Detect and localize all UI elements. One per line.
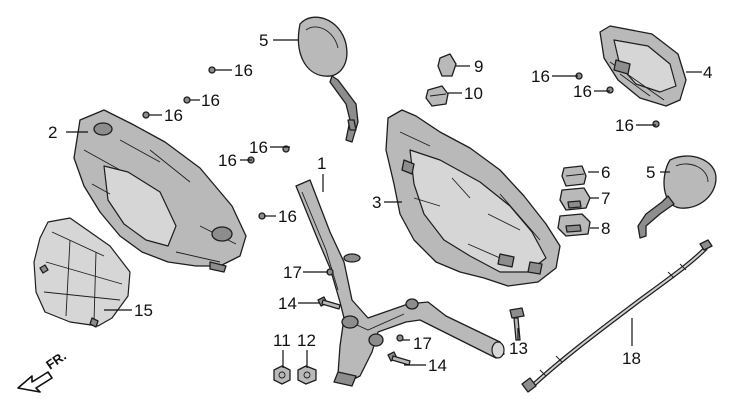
callout-16-i: 16 <box>615 116 634 135</box>
callout-16-b: 16 <box>201 91 220 110</box>
callout-17-lower: 17 <box>413 334 432 353</box>
switch-7-part <box>559 187 591 211</box>
lower-cover-part <box>33 217 131 328</box>
callout-16-a: 16 <box>234 61 253 80</box>
callout-16-d: 16 <box>249 138 268 157</box>
callout-9: 9 <box>474 57 483 76</box>
switch-8-part <box>557 213 591 237</box>
clip-9-part <box>437 53 457 77</box>
callout-15: 15 <box>134 301 153 320</box>
handlebar-part <box>295 179 505 387</box>
screws-16-part <box>142 66 660 220</box>
left-mirror-part <box>297 16 359 143</box>
front-direction-label: FR. <box>43 348 69 372</box>
callout-16-c: 16 <box>164 106 183 125</box>
callout-18: 18 <box>622 349 641 368</box>
callout-8: 8 <box>601 219 610 238</box>
callout-6: 6 <box>601 163 610 182</box>
nut-11-part <box>273 365 291 385</box>
callout-2: 2 <box>48 123 57 142</box>
callout-17-upper: 17 <box>283 263 302 282</box>
callout-16-f: 16 <box>278 207 297 226</box>
callout-4: 4 <box>703 63 712 82</box>
washer-12-part <box>297 365 317 385</box>
meter-assembly-part <box>599 25 687 107</box>
callout-5-left: 5 <box>259 31 268 50</box>
callout-14-lower: 14 <box>428 356 447 375</box>
callout-10: 10 <box>464 84 483 103</box>
callout-16-e: 16 <box>218 151 237 170</box>
callout-13: 13 <box>509 339 528 358</box>
callout-16-h: 16 <box>573 82 592 101</box>
switch-6-part <box>561 165 587 187</box>
bolt-14-lower-part <box>387 351 411 366</box>
bolt-13-part <box>509 307 525 341</box>
front-direction-arrow-icon <box>17 371 53 393</box>
callout-5-right: 5 <box>646 163 655 182</box>
front-handlebar-cover-part <box>73 109 247 273</box>
screw-17-lower-part <box>396 334 404 342</box>
callout-14-upper: 14 <box>278 294 297 313</box>
callout-1: 1 <box>317 154 326 173</box>
leader-lines <box>66 39 702 368</box>
bolt-14-upper-part <box>317 296 341 310</box>
callout-12: 12 <box>297 331 316 350</box>
rear-handlebar-cover-part <box>385 109 561 287</box>
right-mirror-part <box>637 155 717 239</box>
cable-part <box>521 239 713 393</box>
connector-10-part <box>425 85 449 107</box>
callout-16-g: 16 <box>531 67 550 86</box>
callout-11: 11 <box>273 331 291 350</box>
callout-7: 7 <box>601 189 610 208</box>
callout-3: 3 <box>372 193 381 212</box>
